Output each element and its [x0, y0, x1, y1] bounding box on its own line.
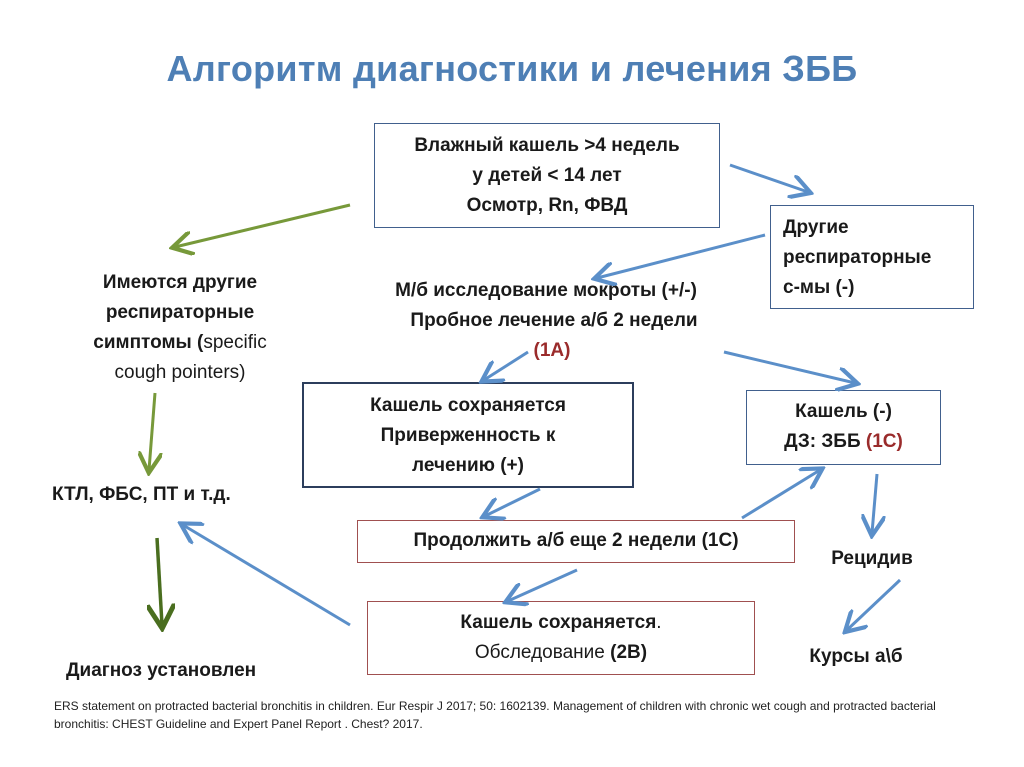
cough-negative-line-1: Кашель (-)	[795, 401, 892, 422]
page-title: Алгоритм диагностики и лечения ЗББ	[166, 48, 858, 89]
relapse: Рецидив	[831, 548, 913, 569]
arrow-to-cough-persists	[484, 350, 529, 380]
sputum-trial-treatment: М/б исследование мокроты (+/-) Пробное л…	[346, 276, 746, 366]
exam-line-2: Обследование	[474, 642, 611, 663]
cough-persists-line-2: Приверженность к	[380, 425, 556, 446]
arrow-to-sputum	[597, 233, 766, 278]
cough-persists-box: Кашель сохраняется Приверженность к лече…	[302, 382, 634, 488]
start-line-1: Влажный кашель >4 недель	[414, 135, 680, 156]
arrow-to-other-resp-box	[729, 163, 808, 192]
other-symptoms-line-2: респираторные	[105, 302, 255, 323]
other-symptoms-line-1: Имеются другие	[102, 272, 258, 293]
cough-persists-line-3: лечению (+)	[412, 455, 524, 476]
arrow-to-continue-box	[485, 487, 541, 516]
other-symptoms-specific: specific	[203, 332, 267, 353]
other-symptoms-present: Имеются другие респираторные симптомы (s…	[60, 268, 300, 388]
exam-grade: (2В)	[610, 642, 648, 663]
diagnosis-established: Диагноз установлен	[66, 660, 257, 681]
start-line-2: у детей < 14 лет	[472, 165, 622, 186]
other-resp-line-2: респираторные	[783, 247, 932, 268]
cough-persists-exam-box: Кашель сохраняется. Обследование (2В)	[367, 601, 755, 675]
arrow-to-relapse	[872, 473, 877, 533]
cough-negative-box: Кашель (-) ДЗ: ЗББ (1С)	[746, 390, 941, 465]
other-resp-line-3: с-мы (-)	[783, 277, 855, 298]
start-line-3: Осмотр, Rn, ФВД	[466, 195, 628, 216]
cough-persists-line-1: Кашель сохраняется	[370, 395, 566, 416]
diagnosis-pbb: ДЗ: ЗББ	[784, 431, 866, 452]
arrow-continue-to-cough-negative	[741, 470, 820, 520]
arrow-to-diagnosis	[157, 537, 162, 625]
arrow-to-other-symptoms	[175, 203, 351, 247]
other-resp-line-1: Другие	[783, 217, 849, 238]
other-symptoms-line-3: симптомы (	[93, 332, 204, 353]
sputum-line-2: Пробное лечение а/б 2 недели	[410, 310, 698, 331]
continue-antibiotics-box: Продолжить а/б еще 2 недели (1С)	[357, 520, 795, 563]
exam-line-1-dot: .	[656, 612, 662, 633]
arrow-exam-to-left-tests	[183, 525, 351, 627]
arrow-to-exam-box	[508, 568, 578, 601]
left-tests: КТЛ, ФБС, ПТ и т.д.	[52, 484, 231, 505]
sputum-grade: (1А)	[533, 340, 571, 361]
other-resp-symptoms-box: Другие респираторные с-мы (-)	[770, 205, 974, 309]
sputum-line-1: М/б исследование мокроты (+/-)	[395, 280, 697, 301]
arrow-to-cough-negative	[723, 350, 855, 383]
exam-line-1: Кашель сохраняется	[460, 612, 657, 633]
diagnosis-pbb-grade: (1С)	[865, 431, 903, 452]
antibiotic-courses: Курсы а\б	[809, 646, 903, 667]
arrow-to-courses	[847, 578, 902, 630]
references: ERS statement on protracted bacterial br…	[54, 699, 936, 731]
start-box: Влажный кашель >4 недель у детей < 14 ле…	[374, 123, 720, 228]
arrow-to-left-tests	[149, 392, 155, 470]
other-symptoms-line-4: cough pointers)	[114, 362, 246, 383]
